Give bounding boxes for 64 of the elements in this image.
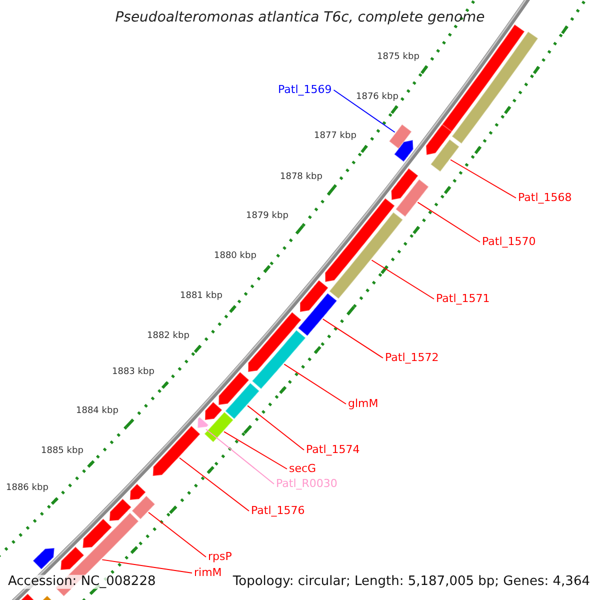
gene-feature xyxy=(426,124,452,156)
gene-feature xyxy=(108,498,132,522)
tick-label: 1885 kbp xyxy=(41,447,84,457)
leader-line xyxy=(102,559,192,574)
gene-block xyxy=(131,495,156,520)
leader-line xyxy=(450,159,516,198)
gene-feature xyxy=(60,546,85,571)
tick-label: 1878 kbp xyxy=(280,173,322,183)
gene-label: Patl_1576 xyxy=(251,504,305,518)
gene-block xyxy=(328,212,404,300)
gene-block xyxy=(224,382,260,420)
gene-feature xyxy=(393,139,414,162)
leader-line xyxy=(206,428,274,484)
gene-label: Patl_R0030 xyxy=(276,478,338,490)
gene-feature xyxy=(197,416,210,429)
gene-feature xyxy=(82,518,113,549)
tick-label: 1879 kbp xyxy=(246,212,288,222)
gene-block xyxy=(251,329,306,390)
gene-feature xyxy=(204,401,223,421)
tick-label: 1884 kbp xyxy=(76,407,118,417)
gene-label: secG xyxy=(289,462,316,476)
leader-line xyxy=(333,90,396,133)
gene-label: Patl_1574 xyxy=(306,444,360,456)
gene-feature xyxy=(32,547,55,570)
leader-line xyxy=(284,364,346,404)
gene-feature xyxy=(152,425,201,477)
genome-info-text: Topology: circular; Length: 5,187,005 bp; Genes: 4,364 xyxy=(230,574,592,590)
leader-line xyxy=(148,512,206,558)
gene-label: Patl_1572 xyxy=(385,352,439,364)
gene-block xyxy=(297,292,338,337)
leader-line xyxy=(417,202,480,242)
gene-feature xyxy=(300,280,329,313)
gene-feature xyxy=(390,168,419,201)
gene-block xyxy=(451,30,539,144)
gene-block xyxy=(395,178,430,218)
leader-line xyxy=(224,431,288,470)
tick-label: 1877 kbp xyxy=(314,132,356,142)
tick-label: 1881 kbp xyxy=(180,292,222,302)
tick-label: 1875 kbp xyxy=(377,53,420,63)
map-title: Pseudoalteromonas atlantica T6c, complete genome xyxy=(114,10,486,26)
gene-feature xyxy=(218,371,250,406)
gene-label: Patl_1569 xyxy=(278,84,332,96)
gene-feature xyxy=(324,198,396,283)
tick-label: 1880 kbp xyxy=(214,252,256,262)
leader-line xyxy=(179,457,250,512)
gene-block xyxy=(430,138,460,172)
leader-line xyxy=(371,260,434,300)
gene-label: Patl_1571 xyxy=(436,292,490,306)
gene-feature xyxy=(248,311,302,373)
tick-label: 1876 kbp xyxy=(356,93,398,103)
gene-label: Patl_1568 xyxy=(518,192,572,204)
gene-feature xyxy=(129,483,146,501)
tick-label: 1886 kbp xyxy=(6,484,48,494)
gene-block xyxy=(388,124,412,150)
leader-line xyxy=(247,405,304,450)
gene-label: rimM xyxy=(194,566,222,580)
gene-block xyxy=(204,411,234,443)
tick-label: 1882 kbp xyxy=(147,332,190,342)
gene-label: Patl_1570 xyxy=(482,236,536,248)
accession-text: Accession: NC_008228 xyxy=(6,574,158,590)
gene-label: rpsP xyxy=(208,550,232,564)
gene-label: glmM xyxy=(348,398,378,410)
tick-label: 1883 kbp xyxy=(112,368,154,378)
leader-line xyxy=(322,318,384,358)
